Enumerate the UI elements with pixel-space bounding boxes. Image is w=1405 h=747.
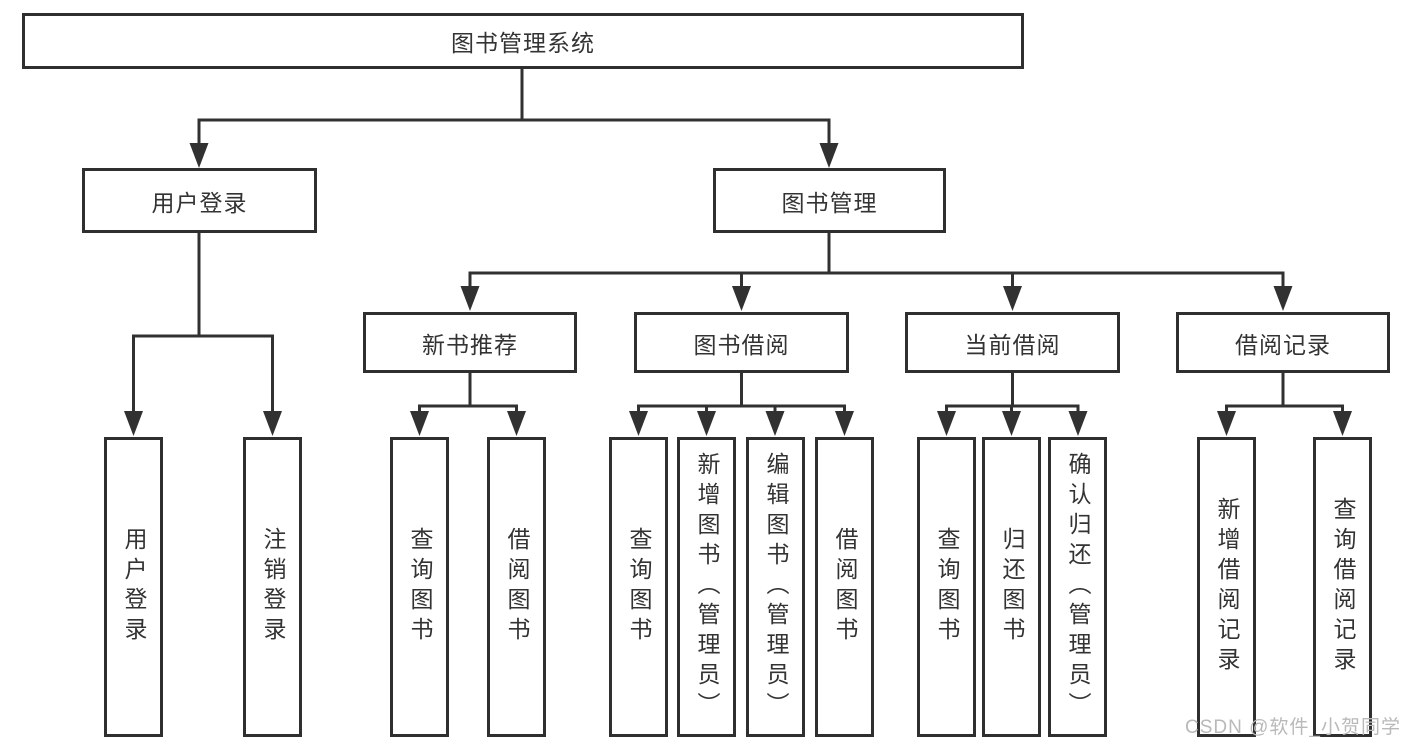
watermark: CSDN @软件_小贺同学 <box>1185 717 1401 738</box>
connector-user-login-split <box>132 334 274 414</box>
leaf-return-book: 归还图书 <box>982 437 1041 737</box>
arrowhead-edit-book <box>765 411 785 436</box>
node-current-borrowing: 当前借阅 <box>905 312 1120 373</box>
leaf-label: 用户登录 <box>121 527 147 647</box>
arrowhead-current-borrow <box>1003 286 1022 311</box>
leaf-borrow-books-2: 借阅图书 <box>815 437 874 737</box>
node-library-management-system: 图书管理系统 <box>22 13 1024 69</box>
leaf-borrow-books-1: 借阅图书 <box>487 437 546 737</box>
arrowhead-borrow-book-a <box>507 411 526 436</box>
connector-new-book-split <box>418 404 518 413</box>
leaf-query-books-2: 查询图书 <box>609 437 668 737</box>
leaf-add-book-admin: 新增图书（管理员） <box>677 437 736 737</box>
arrowhead-confirm-return <box>1068 411 1088 436</box>
leaf-label: 查询图书 <box>407 527 433 647</box>
arrowhead-leaf-logout <box>263 411 282 436</box>
arrowhead-add-book <box>697 411 716 436</box>
arrowhead-query-book-c <box>937 411 956 436</box>
arrowhead-query-book-a <box>410 411 429 436</box>
node-label: 新书推荐 <box>422 331 518 358</box>
arrowhead-borrow-record <box>1273 286 1293 311</box>
node-label: 图书管理 <box>781 189 878 216</box>
leaf-label: 借阅图书 <box>832 527 858 647</box>
arrowhead-leaf-user-login <box>124 411 143 436</box>
node-user-login: 用户登录 <box>82 168 317 233</box>
arrowhead-new-book <box>460 286 480 311</box>
arrowhead-query-book-b <box>629 411 648 436</box>
connector-borrow-record-split <box>1225 404 1344 413</box>
node-label: 图书借阅 <box>693 331 790 358</box>
connector-l2-split <box>197 118 831 145</box>
leaf-label: 编辑图书（管理员） <box>763 452 789 722</box>
leaf-label: 查询图书 <box>626 527 652 647</box>
node-label: 借阅记录 <box>1235 331 1331 358</box>
arrowhead-borrow-mgmt <box>732 286 751 311</box>
leaf-label: 借阅图书 <box>504 527 530 647</box>
node-new-book-recommend: 新书推荐 <box>363 312 577 373</box>
connector-borrow-mgmt-split <box>637 404 846 413</box>
leaf-edit-book-admin: 编辑图书（管理员） <box>746 437 805 737</box>
arrowhead-book-mgmt <box>819 143 839 168</box>
leaf-query-books-3: 查询图书 <box>917 437 976 737</box>
leaf-label: 注销登录 <box>260 527 286 647</box>
arrowhead-return-book <box>1002 411 1021 436</box>
node-label: 用户登录 <box>151 189 248 216</box>
leaf-query-books-1: 查询图书 <box>390 437 449 737</box>
leaf-add-borrow-record: 新增借阅记录 <box>1197 437 1256 737</box>
leaf-user-login: 用户登录 <box>104 437 163 737</box>
leaf-logout: 注销登录 <box>243 437 302 737</box>
leaf-label: 新增借阅记录 <box>1214 497 1240 677</box>
node-book-management: 图书管理 <box>713 168 946 233</box>
leaf-confirm-return-admin: 确认归还（管理员） <box>1048 437 1107 737</box>
connector-l3-split <box>468 271 1285 289</box>
arrowhead-add-record <box>1217 411 1236 436</box>
leaf-label: 确认归还（管理员） <box>1065 452 1091 722</box>
arrowhead-query-record <box>1333 411 1352 436</box>
leaf-label: 归还图书 <box>999 527 1025 647</box>
arrowhead-borrow-book-b <box>835 411 854 436</box>
node-label: 当前借阅 <box>964 331 1061 358</box>
leaf-label: 查询图书 <box>934 527 960 647</box>
arrowhead-user-login <box>189 143 209 168</box>
leaf-query-borrow-record: 查询借阅记录 <box>1313 437 1372 737</box>
leaf-label: 新增图书（管理员） <box>694 452 720 722</box>
leaf-label: 查询借阅记录 <box>1330 497 1356 677</box>
node-book-borrowing: 图书借阅 <box>634 312 849 373</box>
node-borrowing-records: 借阅记录 <box>1176 312 1390 373</box>
node-label: 图书管理系统 <box>451 30 595 56</box>
